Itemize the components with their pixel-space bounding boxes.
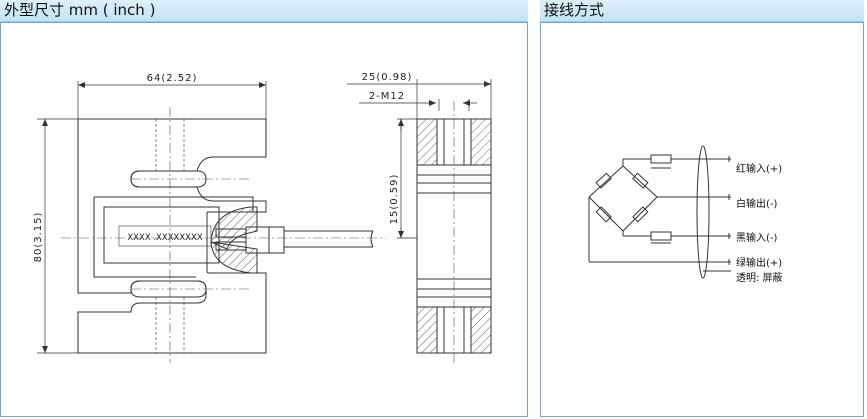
- dimensions-panel-body: XXXX .XXXXXXXX: [0, 22, 528, 417]
- white-output-label: 白输出(-): [736, 197, 778, 210]
- wiring-panel-body: 红输入(+) 白输出(-) 黑输入(-) 绿输出(+) 透明: 屏蔽: [540, 22, 864, 417]
- wiring-panel-title: 接线方式: [540, 0, 864, 22]
- front-dimensions: 64(2.52) 80(3.15): [33, 73, 267, 354]
- thread-dimension: 2-M12: [369, 91, 405, 102]
- wiring-diagram: 红输入(+) 白输出(-) 黑输入(-) 绿输出(+) 透明: 屏蔽: [588, 145, 783, 284]
- dimensions-panel-title: 外型尺寸 mm ( inch ): [0, 0, 528, 22]
- lower-slot: [130, 280, 207, 298]
- red-input-label: 红输入(+): [736, 162, 782, 175]
- upper-slot: [130, 170, 207, 188]
- front-view: XXXX .XXXXXXXX: [61, 107, 386, 363]
- bridge-circuit: [588, 145, 731, 279]
- cable-gland: [210, 206, 374, 274]
- dimension-drawing: XXXX .XXXXXXXX: [33, 72, 492, 363]
- width-dimension: 64(2.52): [147, 73, 198, 84]
- height-dimension: 80(3.15): [33, 212, 44, 263]
- side-dimensions: 25(0.98) 2-M12 15(0.59): [347, 72, 492, 239]
- side-view: [416, 101, 492, 363]
- thickness-dimension: 25(0.98): [362, 72, 413, 83]
- wiring-panel: 接线方式: [540, 0, 864, 417]
- black-input-label: 黑输入(-): [736, 231, 778, 244]
- dimensions-panel: 外型尺寸 mm ( inch ): [0, 0, 528, 417]
- green-output-label: 绿输出(+): [736, 256, 782, 269]
- offset-dimension: 15(0.59): [389, 174, 400, 225]
- shield-label: 透明: 屏蔽: [736, 272, 783, 284]
